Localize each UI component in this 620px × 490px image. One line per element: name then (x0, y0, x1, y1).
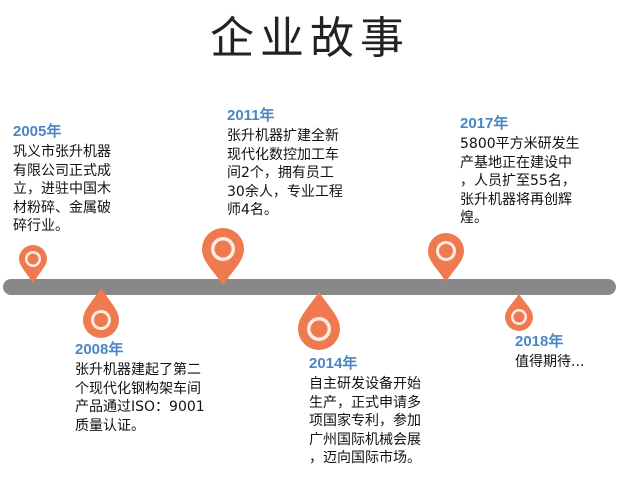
event-2011: 2011年 张升机器扩建全新 现代化数控加工车 间2个，拥有员工 30余人，专业… (227, 107, 387, 220)
event-year: 2011年 (227, 107, 275, 124)
event-description: 张升机器建起了第二 个现代化钢构架车间 产品通过ISO：9001 质量认证。 (75, 362, 205, 434)
event-description: 值得期待... (515, 354, 585, 370)
pin-2014-icon (298, 292, 340, 350)
event-2018: 2018年 值得期待... (515, 333, 615, 372)
event-year: 2018年 (515, 333, 564, 350)
event-2005: 2005年 巩义市张升机器 有限公司正式成 立，进驻中国木 材粉碎、金属破 碎行… (13, 123, 163, 236)
event-description: 巩义市张升机器 有限公司正式成 立，进驻中国木 材粉碎、金属破 碎行业。 (13, 144, 111, 234)
timeline-bar (3, 279, 616, 295)
event-2017: 2017年 5800平方米研发生 产基地正在建设中 ，人员扩至55名， 张升机器… (460, 115, 620, 228)
event-2014: 2014年 自主研发设备开始 生产，正式申请多 项国家专利，参加 广州国际机械会… (309, 355, 469, 468)
page-title: 企业故事 (210, 13, 410, 64)
event-2008: 2008年 张升机器建起了第二 个现代化钢构架车间 产品通过ISO：9001 质… (75, 341, 255, 435)
event-year: 2008年 (75, 341, 124, 358)
event-description: 张升机器扩建全新 现代化数控加工车 间2个，拥有员工 30余人，专业工程 师4名… (227, 128, 343, 218)
event-description: 5800平方米研发生 产基地正在建设中 ，人员扩至55名， 张升机器将再创辉 煌… (460, 136, 580, 226)
event-year: 2005年 (13, 123, 62, 140)
event-year: 2014年 (309, 355, 358, 372)
pin-2017-icon (428, 233, 464, 282)
pin-2008-icon (83, 288, 119, 338)
pin-2018-icon (505, 294, 533, 331)
pin-2005-icon (19, 245, 47, 283)
pin-2011-icon (202, 228, 244, 285)
event-description: 自主研发设备开始 生产，正式申请多 项国家专利，参加 广州国际机械会展 ，迈向国… (309, 376, 421, 466)
event-year: 2017年 (460, 115, 509, 132)
